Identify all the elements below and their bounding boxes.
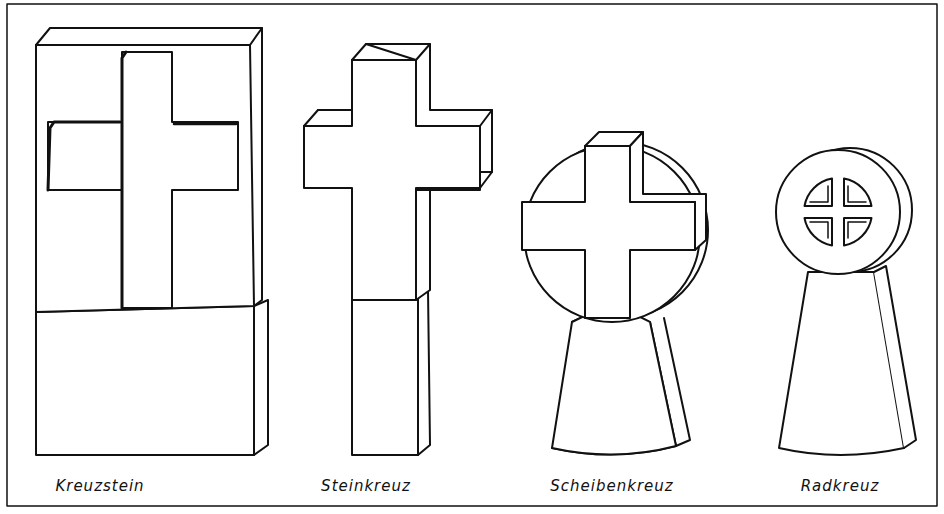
cross-type-label: Scheibenkreuz (550, 477, 673, 495)
frame-border (7, 4, 937, 506)
scheibenkreuz-drawing (522, 132, 708, 455)
cross-type-label: Radkreuz (801, 477, 880, 495)
radkreuz-drawing (776, 148, 916, 455)
steinkreuz-drawing (304, 44, 492, 455)
cross-type-label: Kreuzstein (55, 477, 144, 495)
cross-type-label: Steinkreuz (321, 477, 411, 495)
kreuzstein-drawing (36, 28, 268, 455)
